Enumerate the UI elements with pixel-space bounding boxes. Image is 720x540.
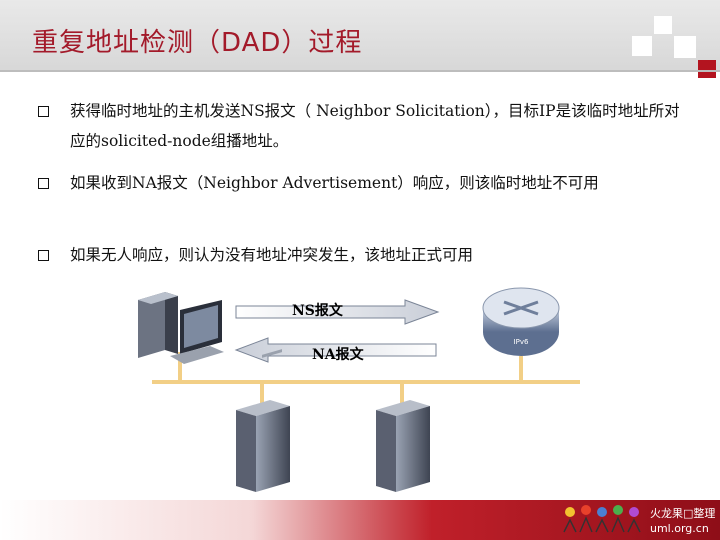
bullet-item-1: 获得临时地址的主机发送NS报文（ Neighbor Solicitation），…: [38, 96, 688, 156]
page-title: 重复地址检测（DAD）过程: [32, 28, 363, 58]
slide-footer: 火龙果□整理 uml.org.cn: [0, 500, 720, 540]
people-logo-icon: [563, 505, 641, 533]
router-icon: IPv6: [482, 287, 560, 356]
bullet-box-icon: [38, 178, 49, 189]
dad-network-diagram: IPv6: [138, 287, 580, 492]
bullet-text: 如果收到NA报文（Neighbor Advertisement）响应，则该临时地…: [70, 174, 599, 192]
bullet-item-3: 如果无人响应，则认为没有地址冲突发生，该地址正式可用: [38, 240, 688, 270]
decor-square-4: [698, 60, 716, 78]
bullet-box-icon: [38, 250, 49, 261]
decor-square-3: [674, 36, 696, 58]
bullet-item-2: 如果收到NA报文（Neighbor Advertisement）响应，则该临时地…: [38, 168, 688, 198]
bullet-text: 获得临时地址的主机发送NS报文（ Neighbor Solicitation），…: [70, 102, 680, 150]
decor-square-1: [632, 36, 652, 56]
footer-gradient-bar: [0, 500, 720, 540]
server-1-icon: [236, 349, 290, 492]
slide-header: 重复地址检测（DAD）过程: [0, 0, 720, 78]
footer-brand-name: 火龙果□整理: [650, 507, 716, 520]
bullet-text: 如果无人响应，则认为没有地址冲突发生，该地址正式可用: [70, 246, 474, 264]
decor-square-2: [654, 16, 672, 34]
ns-message-label: NS报文: [292, 303, 343, 319]
na-message-label: NA报文: [312, 347, 364, 363]
ns-arrow-icon: [235, 299, 440, 325]
na-arrow-icon: [234, 337, 437, 363]
bullet-box-icon: [38, 106, 49, 117]
router-tag: IPv6: [514, 338, 529, 346]
footer-brand-url: uml.org.cn: [650, 522, 709, 535]
server-2-icon: [376, 400, 430, 492]
host-computer-icon: [138, 292, 224, 364]
